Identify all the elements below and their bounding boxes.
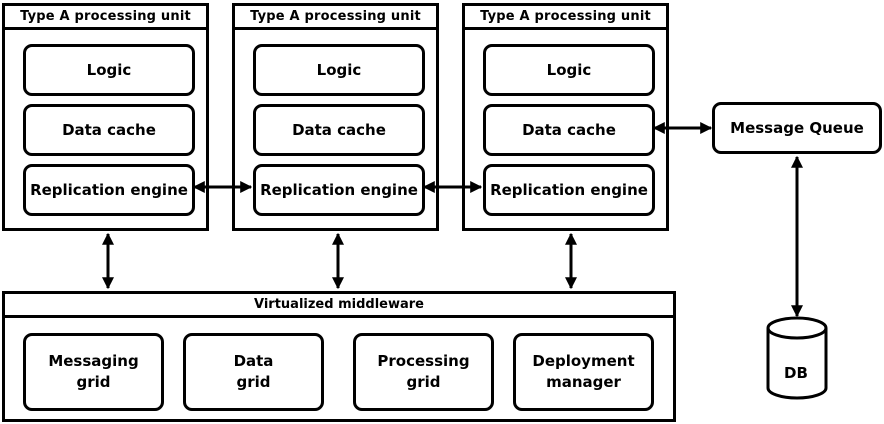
logic-box: Logic — [253, 44, 425, 96]
virtualized-middleware: Virtualized middleware Messaging grid Dat… — [2, 291, 676, 422]
component-label-line2: grid — [76, 373, 111, 391]
middleware-title: Virtualized middleware — [5, 294, 673, 318]
component-label-line1: Data — [233, 352, 274, 370]
component-label-line2: grid — [236, 373, 271, 391]
data-grid-box: Data grid — [183, 333, 324, 411]
replication-engine-box: Replication engine — [483, 164, 655, 216]
component-label-line2: manager — [546, 373, 621, 391]
replication-engine-box: Replication engine — [253, 164, 425, 216]
logic-box: Logic — [483, 44, 655, 96]
component-label-line2: grid — [406, 373, 441, 391]
data-cache-box: Data cache — [483, 104, 655, 156]
messaging-grid-box: Messaging grid — [23, 333, 164, 411]
db-cylinder — [766, 316, 828, 400]
unit-title: Type A processing unit — [5, 6, 206, 30]
data-cache-box: Data cache — [23, 104, 195, 156]
data-cache-box: Data cache — [253, 104, 425, 156]
component-label-line1: Messaging — [48, 352, 139, 370]
unit-title: Type A processing unit — [235, 6, 436, 30]
processing-unit-1: Type A processing unit Logic Data cache … — [2, 3, 209, 231]
processing-unit-2: Type A processing unit Logic Data cache … — [232, 3, 439, 231]
message-queue-box: Message Queue — [712, 102, 882, 154]
component-label-line1: Processing — [377, 352, 470, 370]
unit-title: Type A processing unit — [465, 6, 666, 30]
db-label: DB — [784, 364, 808, 382]
deployment-manager-box: Deployment manager — [513, 333, 654, 411]
processing-unit-3: Type A processing unit Logic Data cache … — [462, 3, 669, 231]
component-label-line1: Deployment — [532, 352, 635, 370]
processing-grid-box: Processing grid — [353, 333, 494, 411]
logic-box: Logic — [23, 44, 195, 96]
